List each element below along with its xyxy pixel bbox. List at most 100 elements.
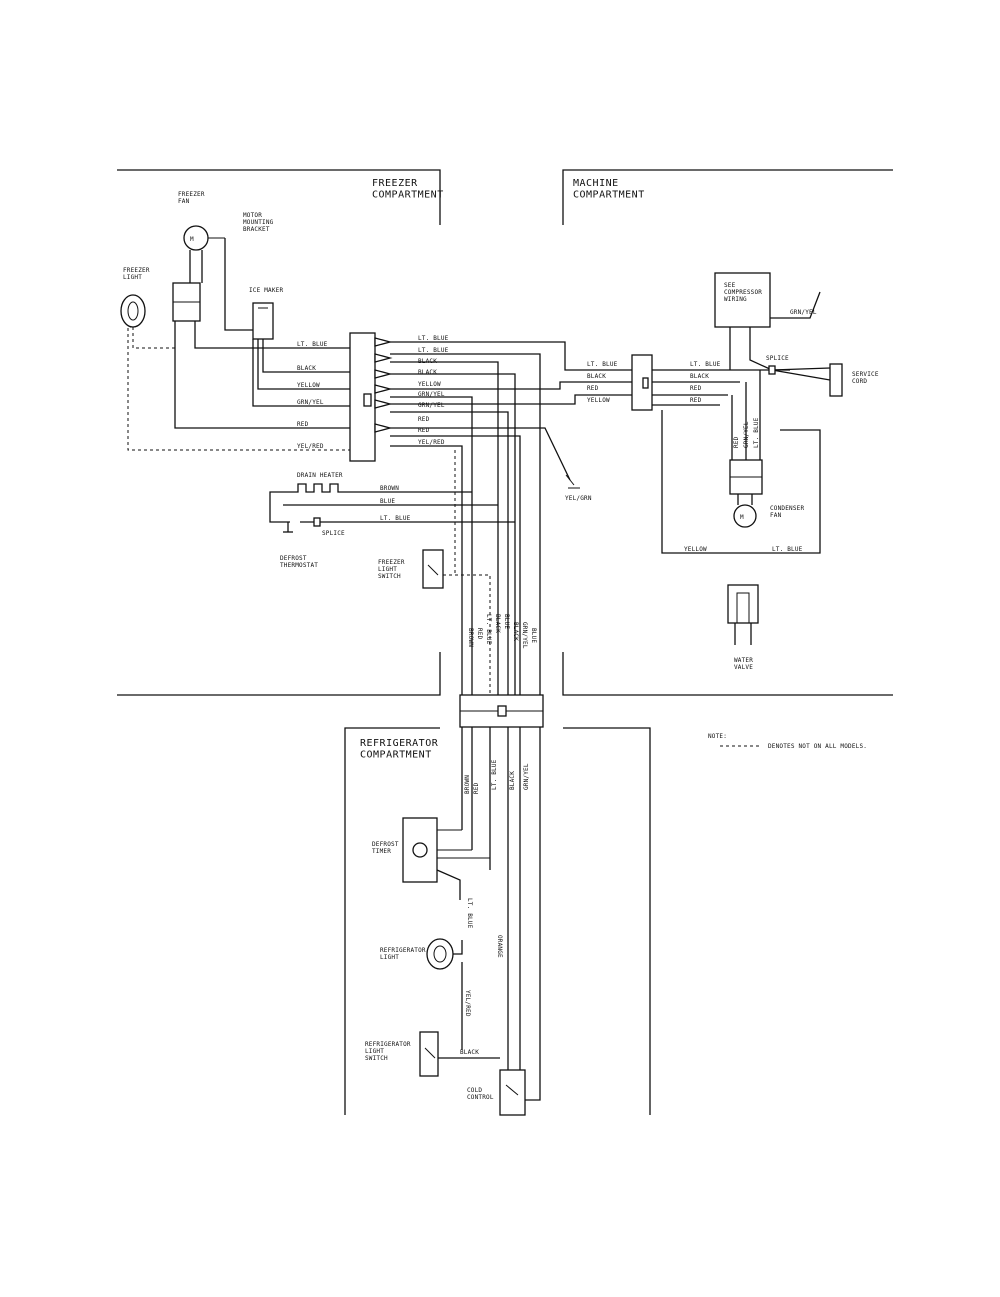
splice-icon	[313, 517, 321, 527]
freezer-wires	[127, 238, 350, 451]
freezer-bundle-wires	[390, 341, 632, 695]
wire-label: RED	[418, 416, 430, 423]
splice-machine-label: SPLICE	[766, 355, 789, 362]
wire-label: GRN/YEL	[297, 399, 324, 406]
compressor-box	[714, 272, 771, 328]
wire-label: GRN/YEL	[790, 309, 817, 316]
freezer-light-bulb-icon	[120, 294, 146, 328]
freezer-switch-wires	[443, 574, 491, 695]
wire-label: GRN/YEL	[523, 763, 530, 790]
wire-label: YEL/RED	[418, 439, 445, 446]
wire-label: LT. BLUE	[418, 347, 449, 354]
compartment-borders	[117, 169, 893, 1115]
cold-control-icon	[499, 1069, 526, 1116]
wire-label: RED	[587, 385, 599, 392]
drain-heater-label: DRAIN HEATER	[297, 472, 343, 479]
wire-label: LT. BLUE	[753, 417, 760, 448]
ice-maker-label: ICE MAKER	[249, 287, 283, 294]
wire-label: YELLOW	[418, 381, 441, 388]
yel-grn-label: YEL/GRN	[565, 495, 592, 502]
wire-label: BROWN	[380, 485, 399, 492]
wire-label: GRN/YEL	[418, 402, 445, 409]
svg-text:M: M	[190, 236, 194, 243]
wire-label: RED	[473, 782, 480, 794]
wire-label: LT. BLUE	[587, 361, 618, 368]
grn-yel-wire	[770, 291, 821, 319]
ice-maker-connector	[252, 302, 274, 340]
heater-wires	[283, 491, 515, 523]
wire-label: RED	[418, 427, 430, 434]
defrost-timer-icon	[402, 817, 490, 900]
wire-label: LT. BLUE	[380, 515, 411, 522]
machine-wires	[652, 327, 831, 554]
wire-label: BLACK	[587, 373, 606, 380]
condenser-fan-connector	[729, 459, 763, 495]
wire-label: LT. BLUE	[418, 335, 449, 342]
wire-label: GRN/YEL	[521, 622, 528, 649]
note-text: DENOTES NOT ON ALL MODELS.	[768, 743, 867, 750]
wire-label: RED	[297, 421, 309, 428]
wire-label: BLACK	[512, 622, 519, 641]
refrigerator-light-switch-icon	[419, 1031, 500, 1077]
refrigerator-light-bulb-icon	[426, 938, 463, 1050]
wire-label: GRN/YEL	[743, 421, 750, 448]
svg-text:M: M	[740, 514, 744, 521]
service-cord-icon	[829, 363, 843, 397]
machine-vertical-labels: RED GRN/YEL LT. BLUE	[733, 417, 760, 448]
wire-label: BROWN	[464, 775, 471, 794]
freezer-fan: M	[183, 225, 225, 251]
bundle-upper-labels: BROWN RED LT. BLUE BLACK BLUE BLACK GRN/…	[467, 614, 537, 649]
wire-label: BLUE	[503, 614, 510, 629]
wire-label: LT. BLUE	[690, 361, 721, 368]
fan-connector	[172, 282, 201, 322]
wire-label: RED	[690, 397, 702, 404]
wire-label: RED	[690, 385, 702, 392]
center-connector	[459, 694, 544, 728]
wire-label: BLACK	[297, 365, 316, 372]
wire-label: YELLOW	[297, 382, 320, 389]
wire-label: LT. BLUE	[491, 759, 498, 790]
wire-label: YEL/RED	[297, 443, 324, 450]
wire-label: LT. BLUE	[466, 898, 473, 929]
drain-heater-icon	[269, 483, 352, 523]
wire-label: YEL/RED	[464, 990, 471, 1017]
wire-label: LT. BLUE	[485, 614, 492, 645]
bundle-lower-wires	[461, 727, 541, 1101]
wire-label: BLACK	[494, 614, 501, 633]
wire-label: BLACK	[418, 358, 437, 365]
freezer-light-switch-icon	[422, 549, 444, 589]
wire-label: GRN/YEL	[418, 391, 445, 398]
wire-label: RED	[733, 436, 740, 448]
wire-label: RED	[476, 628, 483, 640]
note-label: NOTE:	[708, 733, 727, 740]
wire-label: BLACK	[509, 771, 516, 790]
wire-label: BLACK	[690, 373, 709, 380]
wire-label: ORANGE	[496, 935, 503, 958]
wire-label: BROWN	[467, 628, 474, 647]
bundle-lower-labels: BROWN RED LT. BLUE BLACK GRN/YEL	[464, 759, 530, 794]
wire-label: YELLOW	[587, 397, 610, 404]
defrost-thermostat-icon	[283, 522, 293, 533]
wire-label: LT. BLUE	[772, 546, 803, 553]
splice-label: SPLICE	[322, 530, 345, 537]
freezer-terminal-block	[349, 332, 393, 462]
ground-icon	[565, 474, 580, 489]
wire-label: BLACK	[418, 369, 437, 376]
wire-label: YELLOW	[684, 546, 707, 553]
water-valve-icon	[727, 584, 759, 645]
condenser-fan-icon: M	[733, 494, 757, 528]
